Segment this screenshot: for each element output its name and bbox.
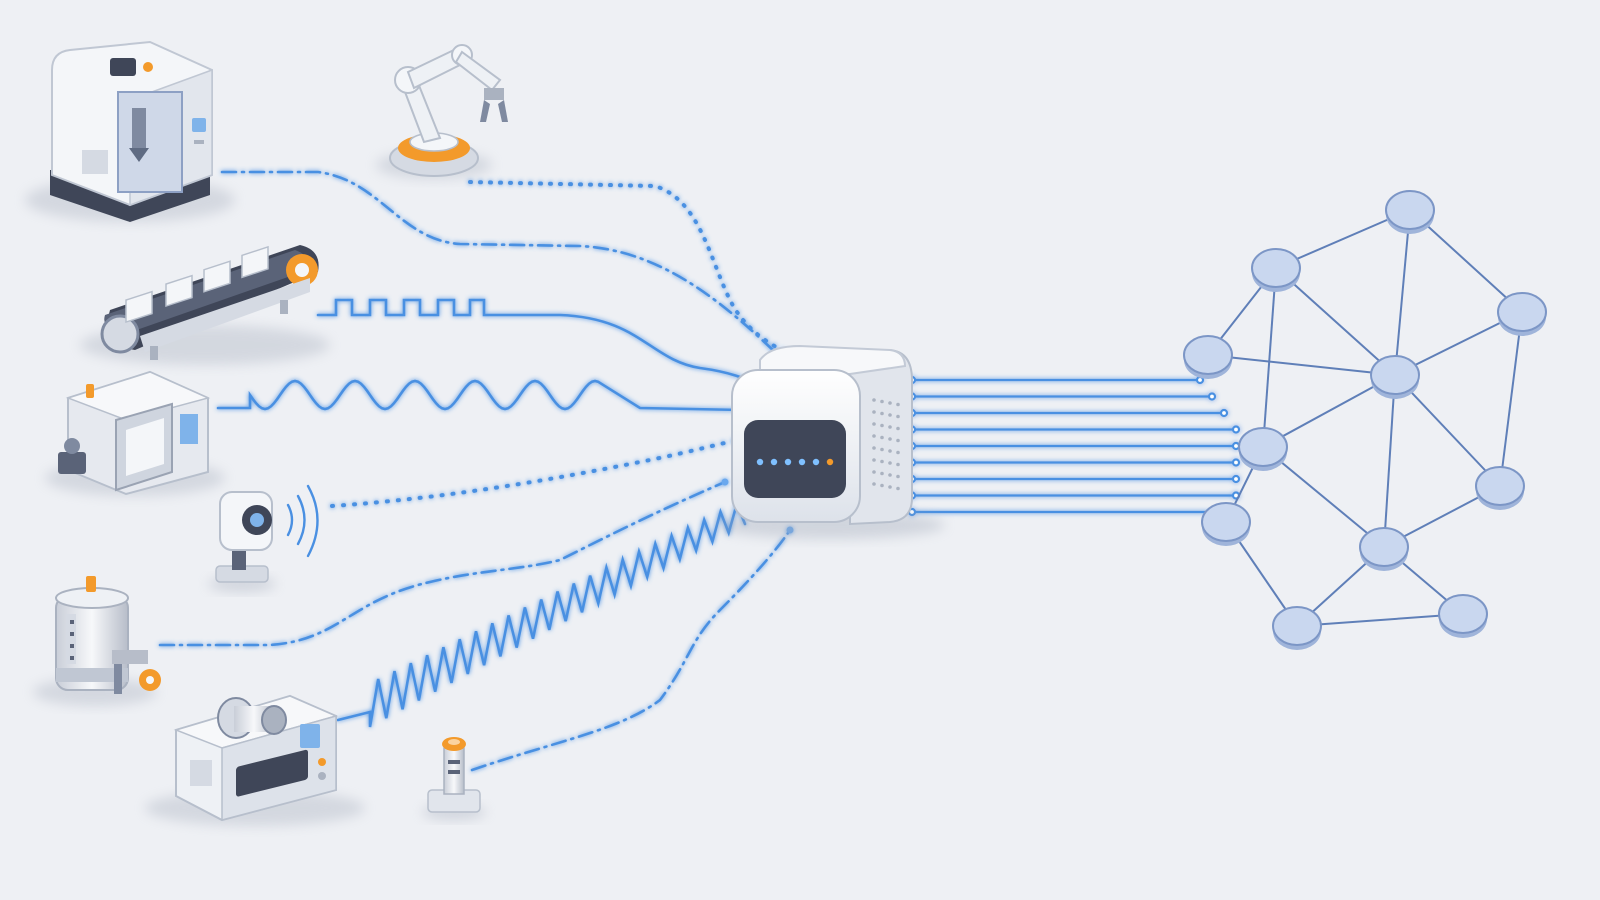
network-edge [1275,267,1396,376]
conveyor-belt-icon [80,245,330,365]
output-port [1231,474,1241,484]
vent-hole [888,413,892,417]
signal-line-industrial-oven [216,379,744,412]
vent-hole [872,398,876,402]
network-node [1438,594,1488,634]
signal-line-storage-tank [158,480,727,647]
network-node [1272,606,1322,646]
signal-line-cnc-machine [220,170,777,354]
signal-lines [158,170,794,772]
vent-hole [896,450,900,455]
network-edge [1394,374,1501,487]
network-edge [1383,374,1396,548]
vent-hole [896,402,900,407]
vent-hole [872,458,876,462]
vent-hole [888,425,892,429]
network-edge [1409,209,1523,313]
vent-hole [896,438,900,443]
input-port [721,478,729,486]
vent-hole [888,449,892,453]
vent-hole [880,483,884,488]
lathe-machine-icon [145,694,365,826]
vent-grid [872,398,900,491]
industrial-oven-icon [45,370,225,496]
network-node [1385,190,1435,230]
signal-line-conveyor-belt [316,298,767,390]
vent-hole [880,471,884,476]
vent-hole [880,459,884,464]
hub-output-lines [907,375,1241,517]
probe-sensor-icon [422,737,486,820]
network-node [1359,527,1409,567]
vent-hole [888,485,892,489]
network-node [1238,427,1288,467]
signal-line-lathe-machine [336,500,747,728]
camera-signal-waves [286,484,319,558]
wave-arc [286,503,294,537]
network-edge [1262,446,1385,548]
vent-hole [872,410,876,414]
wave-arc [306,484,319,558]
vent-hole [888,473,892,477]
signal-line-probe-sensor [470,528,792,772]
vent-hole [888,401,892,405]
network-node [1370,355,1420,395]
vent-hole [880,423,884,428]
network-edge [1296,613,1464,627]
network-edge [1394,209,1411,376]
signal-line-camera-sensor [330,438,740,508]
output-port [1231,458,1241,467]
status-led [812,458,820,466]
vent-hole [896,426,900,431]
network-edge [1499,311,1523,487]
vent-hole [872,446,876,450]
vent-hole [872,482,876,486]
network-edge [1262,267,1277,448]
robot-arm-icon [376,44,508,179]
storage-tank-icon [33,576,161,706]
status-led [770,458,778,466]
vent-hole [896,486,900,491]
vent-hole [880,435,884,440]
network-node [1183,335,1233,375]
network-node [1475,466,1525,506]
vent-hole [888,461,892,465]
signal-line-robot-arm [468,180,794,357]
vent-hole [880,411,884,416]
network-edge [1207,354,1396,376]
vent-hole [872,434,876,438]
vent-hole [896,414,900,419]
vent-hole [880,399,884,404]
output-port [1219,408,1229,418]
vent-hole [896,474,900,479]
status-led [756,458,764,466]
status-led [798,458,806,466]
status-leds [756,458,834,466]
vent-hole [872,422,876,426]
edge-gateway-icon [715,344,945,539]
vent-hole [880,447,884,452]
vent-hole [896,462,900,467]
network-node [1251,248,1301,288]
wave-arc [296,494,306,546]
vent-hole [888,437,892,441]
output-port [1231,425,1241,434]
camera-sensor-icon [208,491,276,592]
output-port [1207,392,1217,401]
cnc-machine-icon [25,40,235,222]
vent-hole [872,470,876,474]
status-led [826,458,834,466]
network-node [1497,292,1547,332]
network-nodes [1183,190,1547,650]
network-node [1201,502,1251,542]
status-led [784,458,792,466]
